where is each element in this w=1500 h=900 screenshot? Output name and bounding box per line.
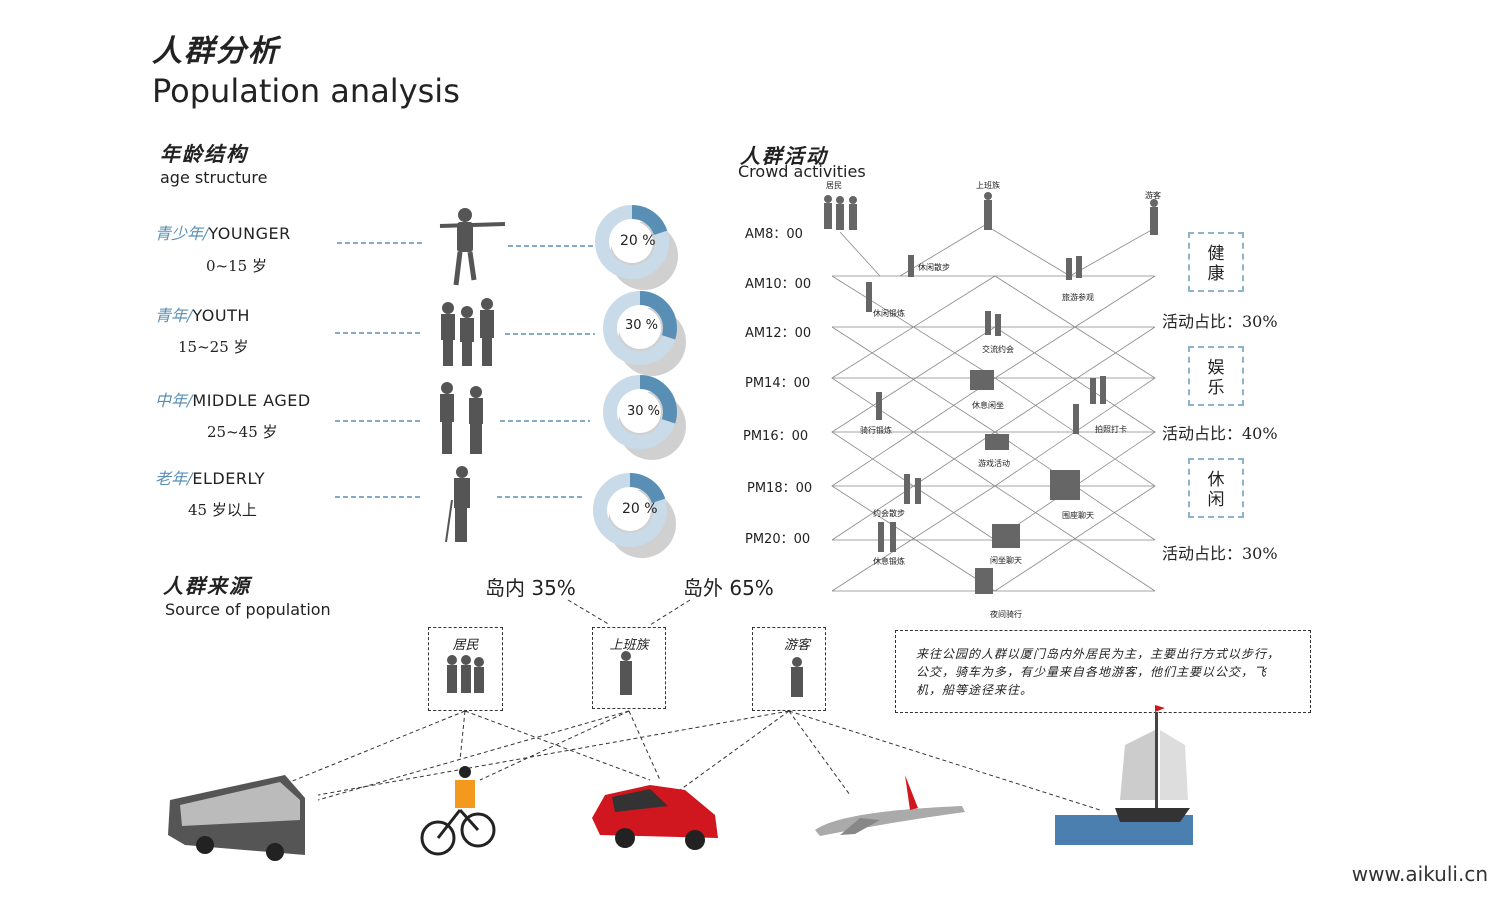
donut-center-middle [619,391,661,433]
age-figures [439,208,506,543]
activity-tag: 交流约会 [982,345,1014,354]
source-section-title-cn: 人群来源 [163,574,251,598]
resident-group-icon [824,195,857,230]
younger-figure-icon [439,208,506,286]
activity-top-label-worker: 上班族 [976,181,1000,190]
age-dashed-connectors [335,242,595,498]
airplane-icon [815,775,965,836]
watermark: www.aikuli.cn [1351,862,1488,886]
age-donuts [593,205,686,558]
activity-tag: 夜间骑行 [990,610,1022,619]
age-range-younger: 0~15 岁 [206,257,267,275]
activity-tag: 骑行锻炼 [860,426,892,435]
page-title-en: Population analysis [152,72,460,110]
category-box-health: 健 康 [1188,232,1244,292]
age-label-elderly: 老年/ELDERLY [155,469,266,488]
time-am8: AM8：00 [745,227,803,242]
age-label-younger: 青少年/YOUNGER [155,224,291,243]
donut-label-youth: 30 % [625,318,659,333]
donut-center-youth [619,307,661,349]
donut-center-elderly [609,489,651,531]
category-ratio-leisure: 活动占比：30% [1162,544,1278,563]
time-pm14: PM14：00 [745,376,811,391]
age-label-youth: 青年/YOUTH [155,306,250,325]
activity-tag: 围座聊天 [1062,511,1094,520]
activity-top-label-resident: 居民 [826,181,842,190]
age-range-elderly: 45 岁以上 [188,501,257,519]
activity-tag: 休闲锻炼 [873,309,905,318]
bicycle-icon [420,766,496,856]
donut-arc-youth [603,291,677,365]
activity-tag: 闲坐聊天 [990,556,1022,565]
activity-tag: 旅游参观 [1062,293,1094,302]
outside-island-percent: 岛外 65% [683,576,774,600]
donut-arc-elderly [593,473,667,547]
activity-people-icons [824,192,1158,594]
donut-arc-middle [603,375,677,449]
activity-tag: 拍照打卡 [1095,425,1127,434]
activity-tag: 约会散步 [873,509,905,518]
youth-figures-icon [441,298,494,366]
office-worker-icon [984,192,992,230]
age-label-middle: 中年/MIDDLE AGED [155,391,311,410]
time-pm18: PM18：00 [747,481,813,496]
category-box-leisure: 休 闲 [1188,458,1244,518]
age-section-title-en: age structure [160,168,268,187]
activity-tag: 休息闲坐 [972,401,1004,410]
source-section-title-en: Source of population [165,600,331,619]
source-dashed-links [289,599,1101,811]
donut-label-middle: 30 % [627,404,661,419]
car-icon [592,785,718,850]
donut-arc-younger [595,205,669,279]
activity-figure-icon [866,255,1106,594]
time-pm20: PM20：00 [745,532,811,547]
source-box-worker: 上班族 [592,627,666,709]
category-ratio-entertainment: 活动占比：40% [1162,424,1278,443]
donut-center-younger [611,221,653,263]
source-description: 来往公园的人群以厦门岛内外居民为主，主要出行方式以步行，公交，骑车为多，有少量来… [895,630,1311,713]
time-am12: AM12：00 [745,326,812,341]
category-box-entertainment: 娱 乐 [1188,346,1244,406]
bus-icon [168,775,305,861]
activity-tag: 休息锻炼 [873,557,905,566]
age-range-middle: 25~45 岁 [207,423,278,441]
tourist-icon [1150,199,1158,235]
time-pm16: PM16：00 [743,429,809,444]
source-box-figures [447,651,803,697]
ship-icon [1055,705,1193,845]
activity-tag: 游戏活动 [978,459,1010,468]
inside-island-percent: 岛内 35% [485,576,576,600]
activity-top-label-tourist: 游客 [1145,191,1161,200]
elderly-figure-icon [445,466,470,543]
category-ratio-health: 活动占比：30% [1162,312,1278,331]
donut-label-elderly: 20 % [622,501,658,517]
source-box-tourist: 游客 [752,627,826,711]
age-section-title-cn: 年龄结构 [160,142,248,166]
donut-label-younger: 20 % [620,233,656,249]
source-box-resident: 居民 [428,627,503,711]
age-range-youth: 15~25 岁 [178,338,249,356]
middle-figures-icon [440,382,483,454]
activity-section-title-en: Crowd activities [738,162,866,181]
time-am10: AM10：00 [745,277,812,292]
page-title-cn: 人群分析 [152,34,280,69]
activity-tag: 休闲散步 [918,263,950,272]
activity-section-title-cn: 人群活动 [740,144,828,168]
